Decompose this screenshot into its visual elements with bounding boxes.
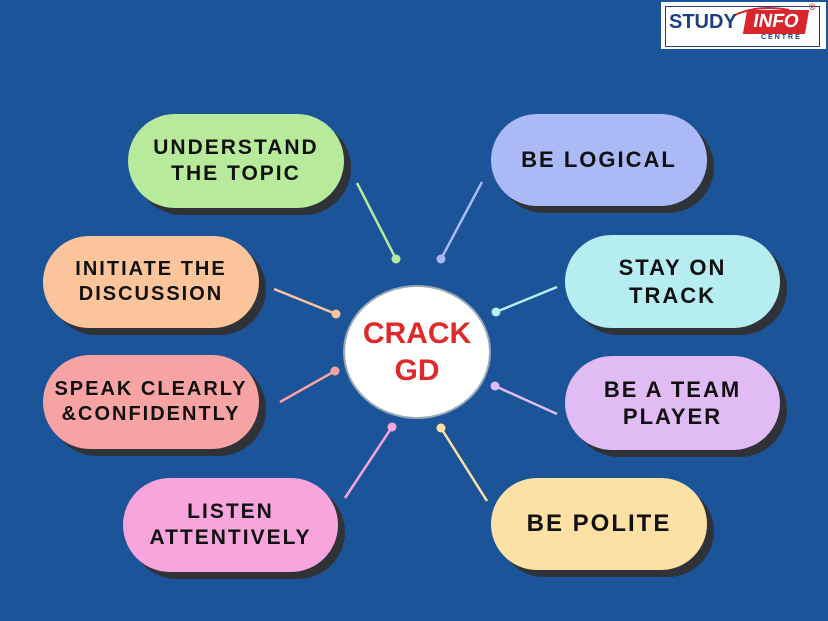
connector-dot-speak-clearly-confidently — [330, 366, 340, 376]
connector-initiate-the-discussion — [273, 287, 337, 316]
center-label: CRACK GD — [362, 316, 472, 388]
node-label: BE POLITE — [526, 510, 672, 537]
node-listen-attentively: LISTEN ATTENTIVELY — [123, 478, 338, 572]
logo-study-text: STUDY — [669, 11, 737, 33]
node-label: LISTEN ATTENTIVELY — [149, 499, 312, 549]
node-label: UNDERSTAND THE TOPIC — [153, 135, 319, 185]
node-understand-the-topic: UNDERSTAND THE TOPIC — [128, 114, 344, 208]
logo-centre-text: CENTRE — [761, 34, 802, 41]
connector-be-a-team-player — [494, 384, 558, 416]
connector-stay-on-track — [495, 285, 558, 314]
node-be-polite: BE POLITE — [491, 478, 707, 570]
connector-dot-listen-attentively — [387, 422, 397, 432]
connector-dot-be-a-team-player — [490, 381, 500, 391]
node-label: STAY ON TRACK — [618, 255, 727, 308]
logo-swoosh-icon — [732, 7, 790, 17]
node-label: BE LOGICAL — [521, 147, 677, 173]
connector-speak-clearly-confidently — [279, 369, 336, 404]
connector-be-polite — [439, 427, 489, 502]
node-be-a-team-player: BE A TEAM PLAYER — [565, 356, 780, 450]
node-label: BE A TEAM PLAYER — [603, 376, 742, 430]
connector-dot-understand-the-topic — [391, 254, 401, 264]
connector-be-logical — [439, 181, 484, 260]
node-stay-on-track: STAY ON TRACK — [565, 235, 780, 328]
node-label: INITIATE THE DISCUSSION — [75, 258, 227, 305]
logo-info-text: INFO — [742, 10, 810, 34]
registered-mark: ® — [809, 2, 816, 12]
logo-border — [665, 6, 820, 47]
connector-understand-the-topic — [355, 182, 398, 260]
center-node: CRACK GD — [343, 285, 491, 419]
node-be-logical: BE LOGICAL — [491, 114, 707, 206]
connector-dot-initiate-the-discussion — [331, 309, 341, 319]
study-info-centre-logo: STUDY INFO CENTRE ® — [661, 2, 826, 49]
node-label: SPEAK CLEARLY &CONFIDENTLY — [54, 378, 248, 425]
node-speak-clearly-confidently: SPEAK CLEARLY &CONFIDENTLY — [43, 355, 259, 449]
connector-dot-be-polite — [436, 423, 446, 433]
connector-listen-attentively — [343, 426, 394, 499]
connector-dot-stay-on-track — [491, 307, 501, 317]
node-initiate-the-discussion: INITIATE THE DISCUSSION — [43, 236, 259, 328]
connector-dot-be-logical — [436, 254, 446, 264]
